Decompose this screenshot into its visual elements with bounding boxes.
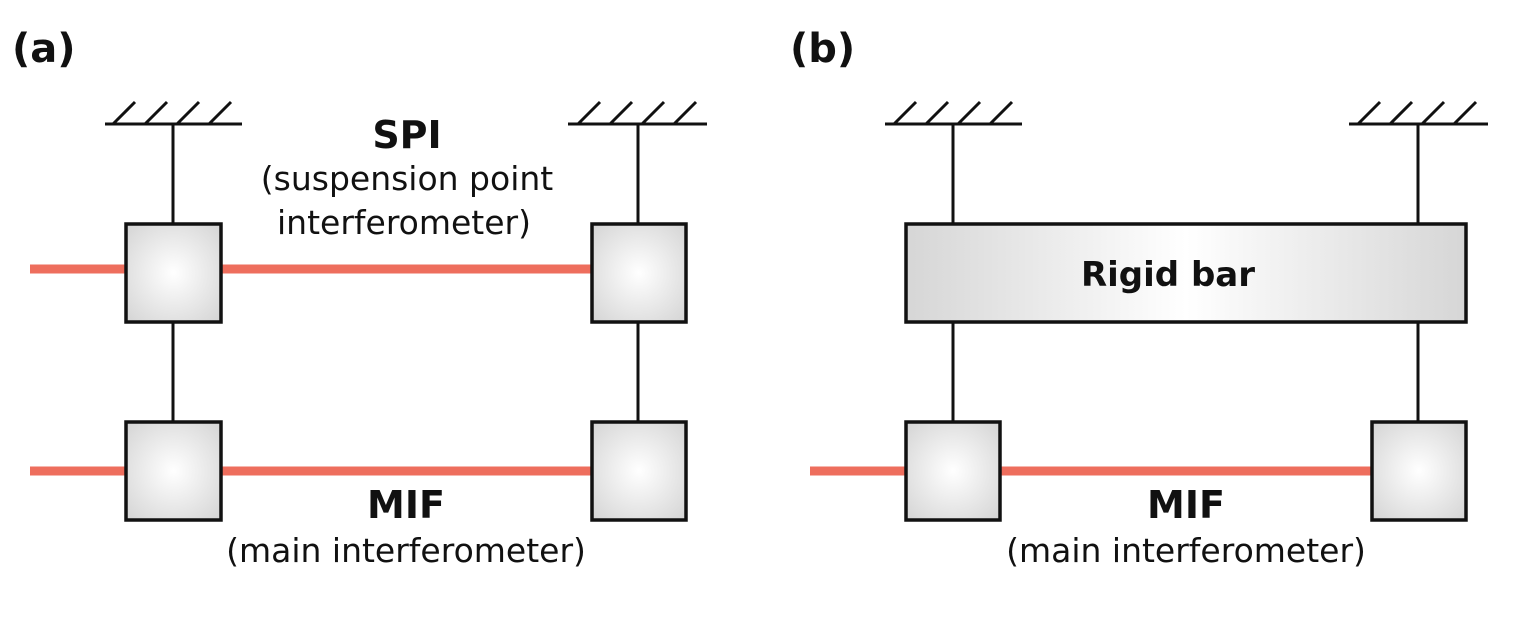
panel-a-label: (a): [12, 26, 76, 72]
test-mass-right-b: [1370, 420, 1468, 522]
rigid-bar-label: Rigid bar: [1081, 255, 1255, 295]
rigid-bar: [904, 222, 1468, 324]
ceiling-support-left-b: [885, 100, 1022, 126]
mif-title: MIF: [367, 483, 445, 527]
ceiling-support-right: [568, 100, 707, 126]
mif-subtitle: (main interferometer): [226, 531, 586, 570]
spi-subtitle-line2: interferometer): [277, 203, 531, 242]
mif-subtitle-b: (main interferometer): [1006, 531, 1366, 570]
mif-title-b: MIF: [1147, 483, 1225, 527]
panel-b: (b) Rigid bar MIF: [790, 26, 1488, 570]
spi-title: SPI: [372, 113, 441, 157]
test-mass-right: [590, 420, 688, 522]
panel-b-label: (b): [790, 26, 855, 72]
spi-subtitle-line1: (suspension point: [261, 159, 554, 198]
ceiling-support-left: [105, 100, 242, 126]
upper-mass-left: [124, 222, 223, 324]
test-mass-left: [124, 420, 223, 522]
ceiling-support-right-b: [1349, 100, 1488, 126]
panel-a: (a) SPI (suspensi: [12, 26, 707, 570]
upper-mass-right: [590, 222, 688, 324]
test-mass-left-b: [904, 420, 1002, 522]
